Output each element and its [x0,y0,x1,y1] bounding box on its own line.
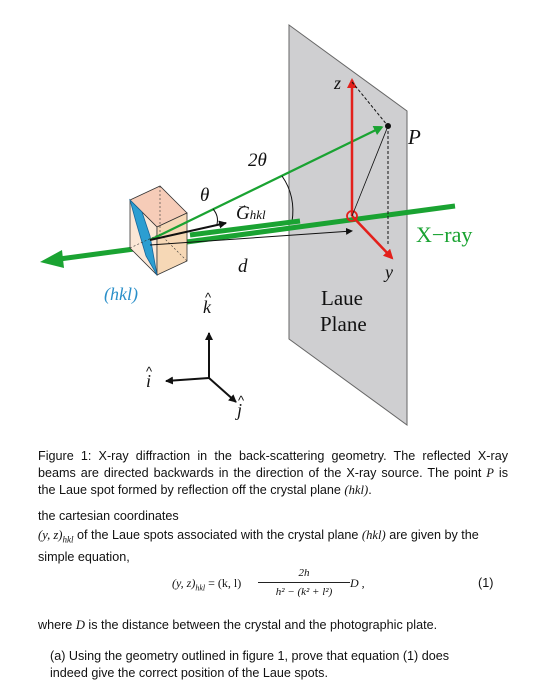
body-sym-hkl: (hkl) [361,528,386,542]
label-d: d [238,256,248,277]
eq-denominator: h² − (k² + l²) [275,586,333,598]
label-g-vector: G→hkl [236,199,266,225]
y-axis-arrow [351,215,394,260]
label-i-text: i [146,371,152,391]
body-sym-yz-sub: hkl [62,534,74,545]
two-theta-arc [281,175,294,223]
eq-fraction-bar [258,582,350,583]
xray-diffraction-figure [40,24,456,426]
caption-text3: . [368,483,372,497]
i-hat: ^ [146,364,153,379]
equation-number: (1) [478,576,494,590]
body-line2b: are given by the simple equation, [38,528,479,564]
figure-caption: Figure 1: X-ray diffraction in the back-… [38,448,508,499]
label-theta: θ [200,185,210,206]
caption-label: Figure 1: [38,449,92,463]
caption-text1: X-ray diffraction in the back-scattering… [38,449,508,480]
eq-equals: = (k, l) [205,576,242,590]
label-z: z [334,73,342,93]
label-laue: Laue [321,286,363,310]
label-j-text: j [237,400,243,420]
diffracted-beam [149,126,384,241]
label-hkl: (hkl) [104,284,138,304]
equation-lhs: (y, z)hkl = (k, l) [172,576,241,592]
after-sym-D: D [75,618,85,632]
body-paragraph: (y, z)hkl of the Laue spots associated w… [38,527,508,566]
g-arrow-accent: → [237,199,248,211]
j-hat: ^ [238,393,245,408]
eq-numerator: 2h [298,567,310,579]
g-vector [149,220,227,241]
label-k: ^k [203,290,211,318]
label-k-text: k [203,297,211,317]
after-text2: is the distance between the crystal and … [84,618,438,632]
j-axis [208,377,237,403]
question-a: (a) Using the geometry outlined in figur… [50,649,450,680]
after-equation-text: where D is the distance between the crys… [38,617,508,634]
body-line1: the cartesian coordinates [38,509,179,523]
label-plane: Plane [320,312,367,336]
caption-sym-P: P [486,466,494,480]
eq-lhs-sub: hkl [195,583,206,593]
xray-beam [51,203,456,263]
k-hat: ^ [205,290,212,305]
eq-rhs-tail: , [358,576,365,590]
label-2theta: 2θ [248,150,267,171]
label-g: G [236,203,250,224]
eq-rhs-D: D [350,576,359,590]
theta-arc [212,208,218,225]
laue-plate [288,24,408,426]
equation-rhs: D , [350,576,365,591]
crystal-cube [129,185,188,276]
label-y: y [385,262,393,282]
caption-text2: is the Laue spot formed by reflection of… [38,466,508,497]
xray-arrowhead [40,250,64,268]
eq-lhs-text: (y, z) [172,576,196,590]
label-j: ^j [237,393,244,421]
label-g-sub: hkl [249,207,266,222]
body-line2a: of the Laue spots associated with the cr… [73,528,362,542]
point-P [385,123,391,129]
label-i: ^i [146,364,152,392]
i-axis [165,376,210,385]
distance-d-arrow [149,227,353,246]
body-sym-yz: (y, z) [38,528,63,542]
after-text1: where [38,618,76,632]
label-P: P [408,125,421,149]
plate-origin [346,210,358,222]
equation-fraction: 2h h² − (k² + l²) [258,566,350,599]
caption-sym-hkl: (hkl) [344,483,369,497]
label-xray: X−ray [416,222,473,247]
